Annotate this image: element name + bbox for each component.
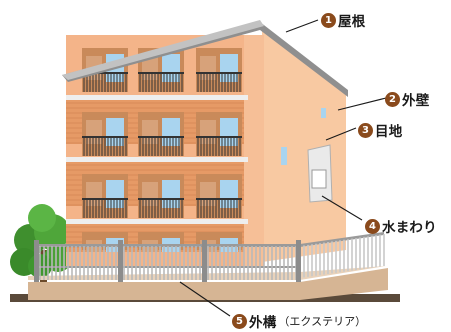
side-window [281, 147, 287, 165]
roof-top [62, 20, 264, 80]
leader-lines [179, 19, 387, 317]
door [86, 182, 102, 206]
window [220, 118, 238, 146]
fence-post [34, 240, 39, 282]
door [200, 182, 216, 206]
callout-water: 4 水まわり [365, 216, 437, 236]
fence-mid-rail [34, 266, 300, 268]
window [106, 180, 124, 208]
callout-roof: 1 屋根 [321, 10, 365, 30]
callout-number-badge: 1 [321, 12, 336, 28]
door [142, 120, 158, 144]
exterior-fence [34, 232, 385, 282]
callout-number-badge: 4 [365, 218, 380, 234]
window [162, 54, 180, 82]
callout-number-badge: 5 [232, 313, 247, 329]
window [106, 118, 124, 146]
building-side-wall [262, 27, 346, 262]
window [162, 180, 180, 208]
window [220, 54, 238, 82]
door [200, 120, 216, 144]
window [162, 118, 180, 146]
callout-label: 外構 [249, 315, 277, 331]
fence-post [202, 240, 207, 282]
callout-wall: 2 外壁 [385, 89, 429, 109]
callout-number-badge: 2 [385, 91, 400, 107]
base-slab [28, 268, 388, 300]
water-heater [311, 169, 327, 189]
balcony-units [82, 48, 242, 252]
fence-post [296, 240, 301, 282]
fence-top-rail [34, 244, 300, 247]
door [86, 120, 102, 144]
callout-exterior: 5 外構 （エクステリア） [232, 311, 366, 331]
side-window [321, 108, 326, 118]
window [220, 180, 238, 208]
callout-joint: 3 目地 [358, 120, 402, 140]
building-front-column [244, 35, 264, 267]
floor-slabs [66, 95, 248, 224]
callout-label: 水まわり [382, 220, 437, 236]
roof [62, 22, 348, 97]
callout-number-badge: 3 [358, 122, 373, 138]
door [142, 182, 158, 206]
fence-post [118, 240, 123, 282]
fence-top-rail [300, 232, 384, 247]
callout-sublabel: （エクステリア） [278, 315, 367, 328]
callout-label: 屋根 [338, 14, 366, 30]
callout-label: 目地 [375, 124, 403, 140]
callout-label: 外壁 [402, 93, 430, 109]
door [200, 56, 216, 80]
